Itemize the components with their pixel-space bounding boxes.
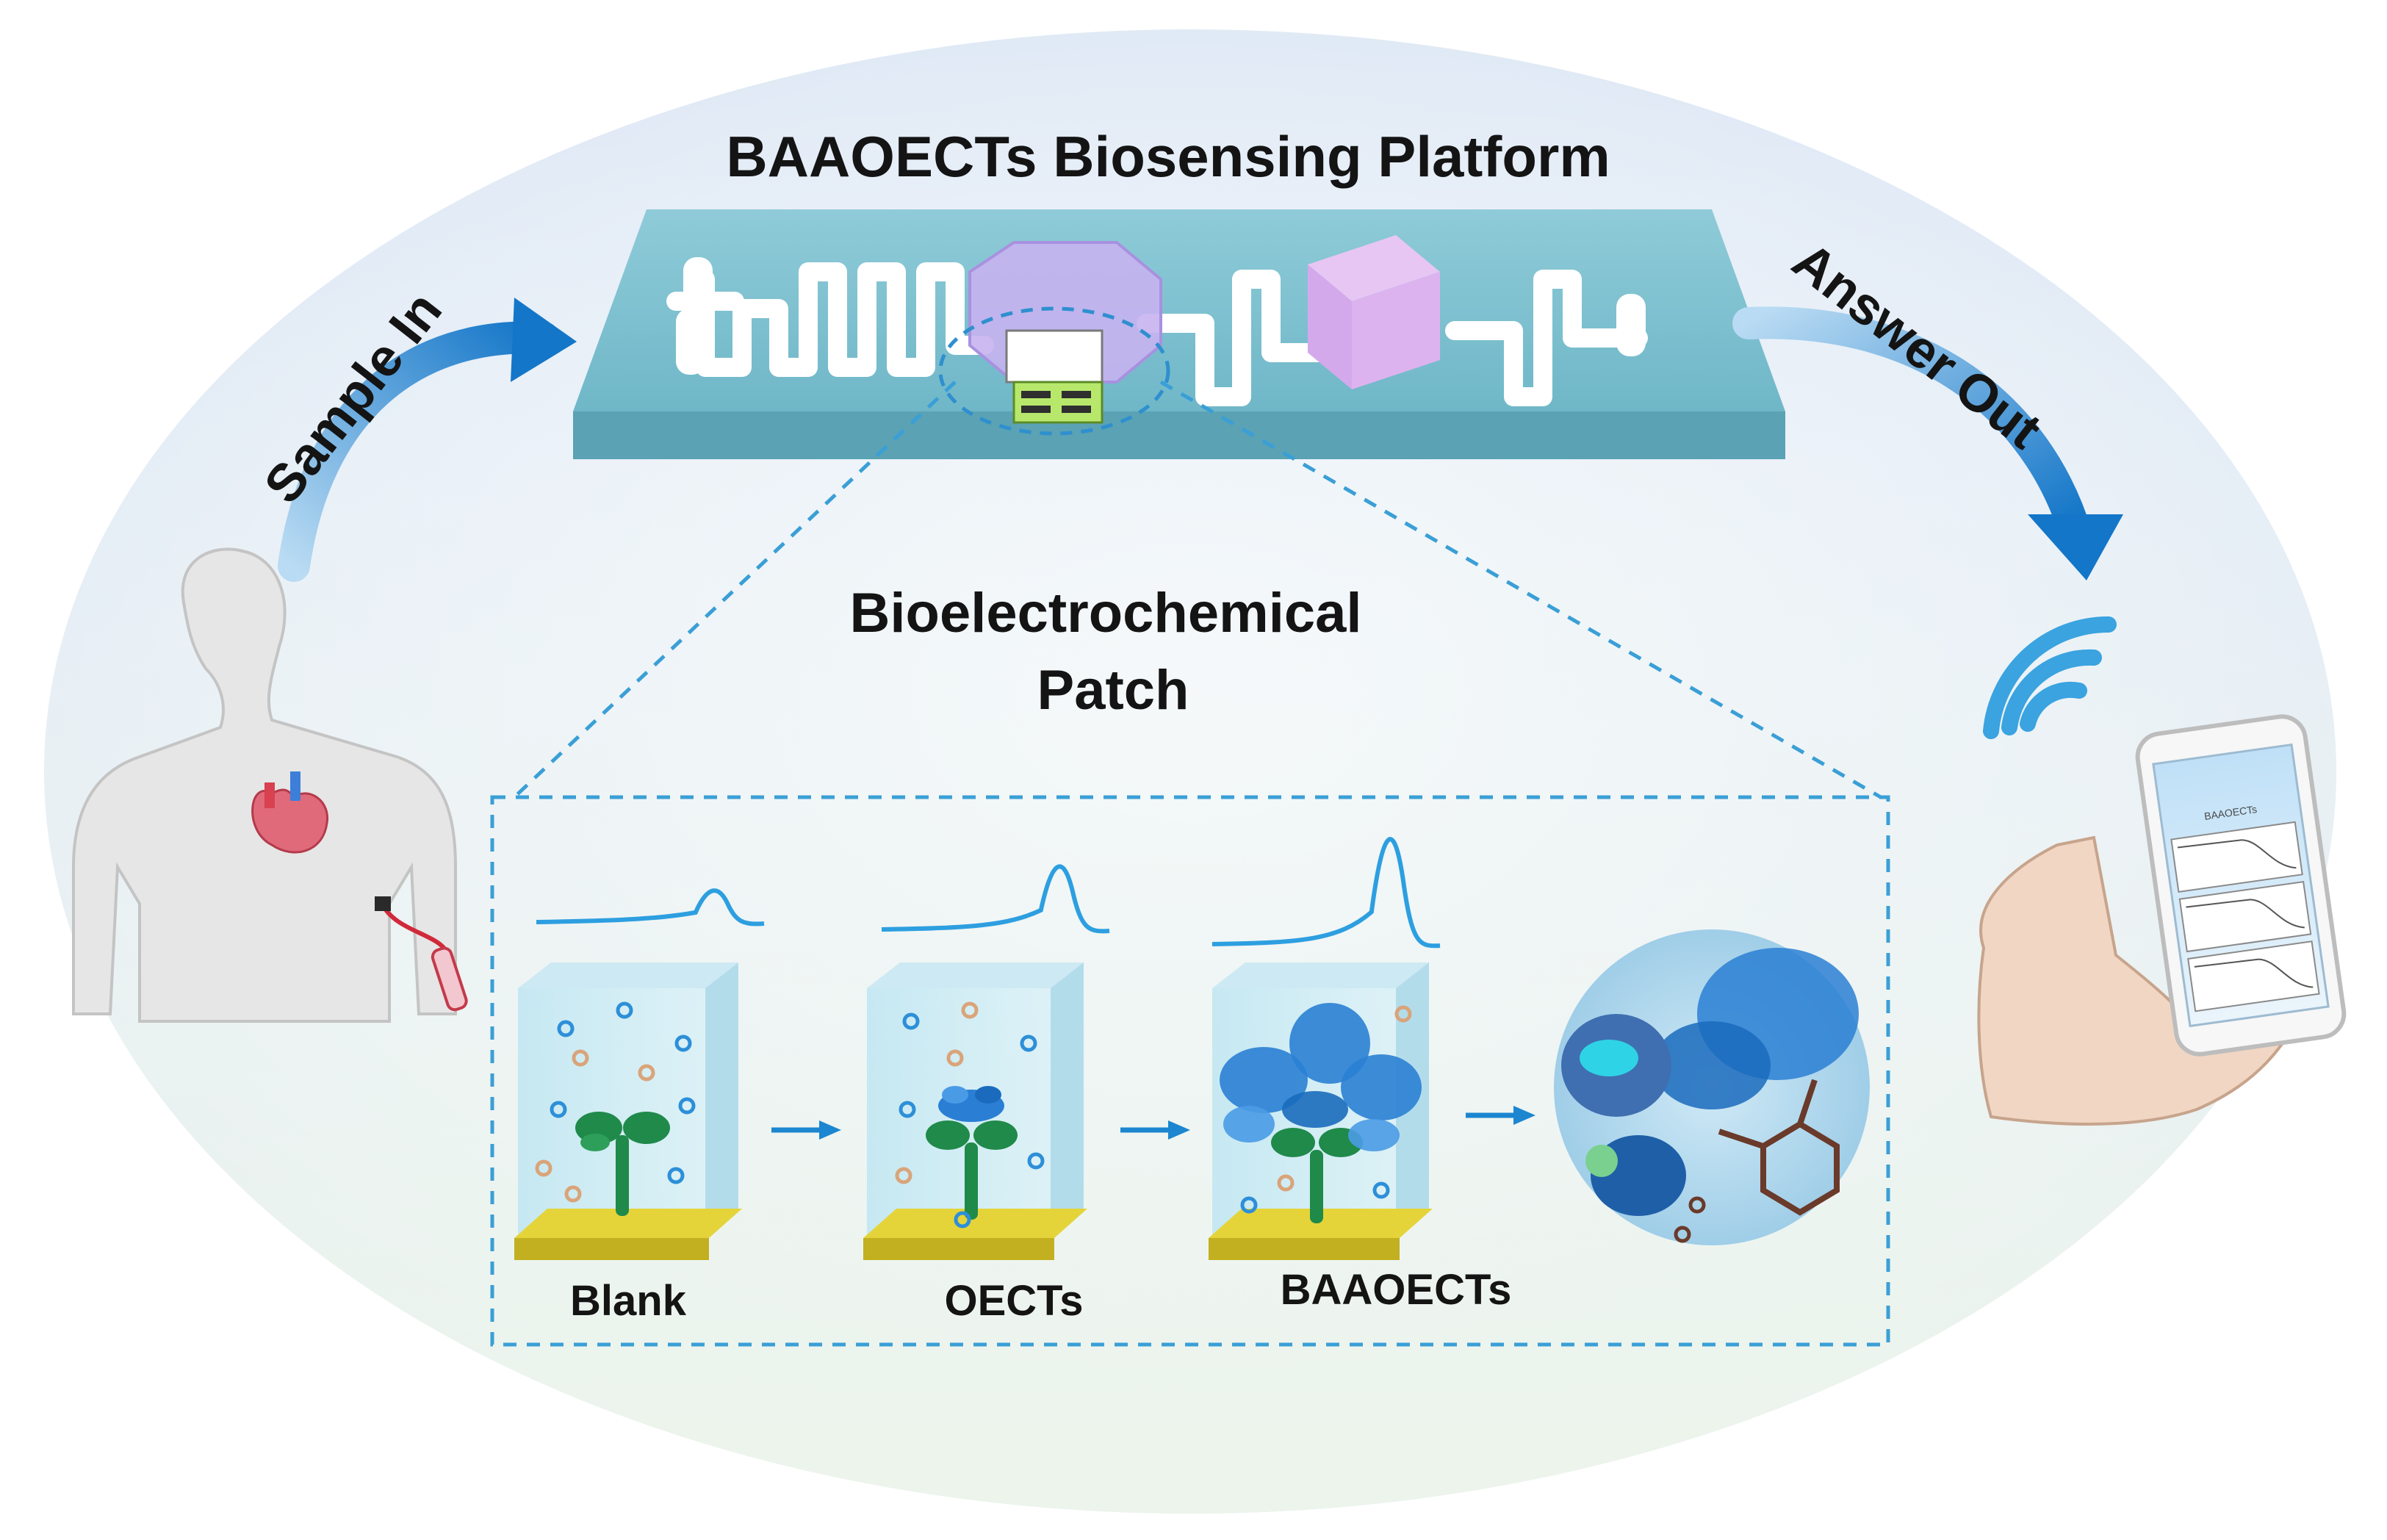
phone-graph-frame bbox=[2170, 821, 2303, 893]
zoom-line-right bbox=[1159, 380, 1882, 799]
electrode bbox=[514, 1209, 742, 1238]
antibody bbox=[926, 1120, 1018, 1220]
stage-label-oects: OECTs bbox=[944, 1277, 1083, 1325]
electrode bbox=[1209, 1209, 1433, 1238]
electrode bbox=[863, 1209, 1087, 1238]
blood-sample-tube bbox=[375, 896, 468, 1012]
electrode-patch bbox=[1005, 329, 1104, 424]
molecular-zoom-view bbox=[1554, 929, 1870, 1245]
outlet-port bbox=[1616, 294, 1646, 356]
step-arrow bbox=[1120, 1120, 1190, 1140]
signal-trace bbox=[536, 888, 765, 926]
heart-icon bbox=[251, 771, 328, 854]
patch-title-line1: Bioelectrochemical bbox=[850, 582, 1362, 644]
molecules bbox=[895, 1001, 1045, 1228]
wireless-signal-icon bbox=[1983, 616, 2117, 739]
electrode bbox=[863, 1238, 1054, 1260]
bound-protein bbox=[938, 1086, 1004, 1122]
signal-traces bbox=[536, 837, 1441, 949]
protein-cluster bbox=[1220, 1003, 1422, 1151]
reaction-chamber-cube bbox=[1308, 235, 1440, 389]
phone-graph-frame bbox=[2187, 940, 2320, 1012]
phone-graph-curve bbox=[2194, 958, 2314, 988]
electrode bbox=[1209, 1238, 1400, 1260]
microfluidic-chip bbox=[573, 209, 1785, 459]
inlet-port bbox=[676, 309, 705, 375]
step-arrow bbox=[771, 1120, 841, 1140]
chip-front-edge bbox=[573, 411, 1785, 459]
stage-blank bbox=[514, 962, 742, 1260]
signal-trace bbox=[1211, 837, 1441, 949]
phone-graphs bbox=[2170, 821, 2320, 1012]
stage-baaoects bbox=[1209, 962, 1433, 1260]
sample-in-arrow bbox=[278, 298, 577, 582]
inlet-port bbox=[683, 257, 713, 323]
phone-graph-curve bbox=[2186, 899, 2305, 929]
zoom-line-left bbox=[513, 381, 957, 799]
electrode bbox=[514, 1238, 709, 1260]
molecules bbox=[1240, 1005, 1412, 1214]
phone-graph-frame bbox=[2178, 880, 2312, 953]
smartphone: BAAOECTs bbox=[2135, 714, 2347, 1057]
phone-graph-curve bbox=[2177, 839, 2297, 869]
stage-label-baaoects: BAAOECTs bbox=[1281, 1266, 1512, 1314]
antibody bbox=[575, 1112, 670, 1216]
zoom-region-marker bbox=[938, 306, 1170, 436]
stage-oects bbox=[863, 962, 1087, 1260]
patch-title-line2: Patch bbox=[1037, 659, 1189, 722]
signal-trace bbox=[881, 864, 1110, 934]
answer-out-arrow bbox=[1732, 306, 2123, 580]
stage-label-blank: Blank bbox=[570, 1277, 687, 1325]
platform-title: BAAOECTs Biosensing Platform bbox=[726, 124, 1610, 189]
patch-detail-box bbox=[490, 795, 1890, 1347]
molecules bbox=[535, 1001, 696, 1203]
step-arrow bbox=[1466, 1106, 1535, 1125]
